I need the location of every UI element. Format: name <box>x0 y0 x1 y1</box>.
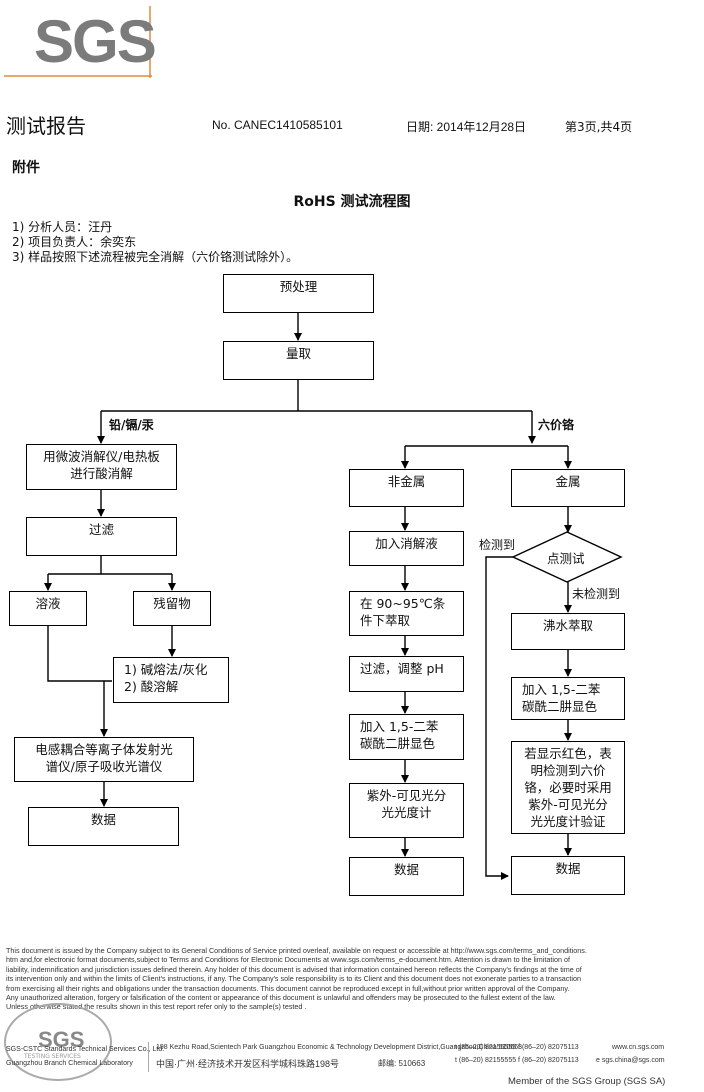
detected-label: 检测到 <box>479 538 516 552</box>
website: www.cn.sgs.com <box>612 1044 665 1051</box>
page-number: 第3页,共4页 <box>565 120 633 134</box>
not-detected-label: 未检测到 <box>572 587 621 601</box>
sgs-logo: SGS <box>4 6 157 78</box>
add-digest-solution-box: 加入消解液 <box>349 531 464 566</box>
flowchart-title: RoHS 测试流程图 <box>293 194 411 210</box>
notes-list: 1) 分析人员：汪丹 2) 项目负责人：余奕东 3) 样品按照下述流程被完全消解… <box>12 220 298 265</box>
verification-box: 若显示红色，表 明检测到六价 铬，必要时采用 紫外-可见光分 光光度计验证 <box>511 741 625 834</box>
data-box-left: 数据 <box>28 807 179 846</box>
boiling-water-extraction-box: 沸水萃取 <box>511 613 625 650</box>
pretreatment-step: 预处理 <box>223 274 374 313</box>
nonmetal-box: 非金属 <box>349 469 464 507</box>
report-date: 日期: 2014年12月28日 <box>406 120 527 134</box>
sgs-group-member: Member of the SGS Group (SGS SA) <box>508 1076 666 1087</box>
annex-heading: 附件 <box>12 160 40 176</box>
sgs-stamp: SGS TESTING SERVICES <box>4 1003 112 1081</box>
postcode-cn: 邮编: 510663 <box>378 1059 426 1068</box>
add-dpc-box: 加入 1,5-二苯 碳酰二肼显色 <box>349 714 464 760</box>
residue-box: 残留物 <box>133 591 211 626</box>
address-cn: 中国·广州·经济技术开发区科学城科珠路198号 <box>156 1059 340 1069</box>
icp-aas-box: 电感耦合等离子体发射光 谱仪/原子吸收光谱仪 <box>14 737 194 782</box>
uv-vis-box: 紫外-可见光分 光光度计 <box>349 783 464 838</box>
flow-connectors <box>44 313 623 880</box>
extraction-box: 在 90~95℃条 件下萃取 <box>349 591 464 636</box>
report-title: 测试报告 <box>6 114 86 138</box>
branch-label-cr6: 六价铬 <box>538 418 575 432</box>
note-item: 3) 样品按照下述流程被完全消解（六价铬测试除外）。 <box>12 250 299 264</box>
company-branch: Guangzhou Branch Chemical Laboratory <box>6 1060 133 1067</box>
weighing-step: 量取 <box>223 341 374 380</box>
email: e sgs.china@sgs.com <box>596 1057 665 1064</box>
address-en: 198 Kezhu Road,Scientech Park Guangzhou … <box>156 1044 523 1051</box>
report-number: No. CANEC1410585101 <box>212 118 343 132</box>
acid-digestion-step: 用微波消解仪/电热板 进行酸消解 <box>26 444 177 490</box>
phone-fax-line2: t (86–20) 82155555 f (86–20) 82075113 <box>455 1057 579 1064</box>
note-item: 1) 分析人员：汪丹 <box>12 220 113 234</box>
phone-fax-line1: t (86–20) 82155555 f (86–20) 82075113 <box>455 1044 579 1051</box>
filter-ph-box: 过滤，调整 pH <box>349 656 464 692</box>
metal-box: 金属 <box>511 469 625 507</box>
company-name: SGS-CSTC Standards Technical Services Co… <box>6 1046 165 1053</box>
filter-step: 过滤 <box>26 517 177 556</box>
branch-label-pb-cd-hg: 铅/镉/汞 <box>109 418 154 432</box>
footer-divider <box>148 1042 149 1072</box>
add-dpc-box-right: 加入 1,5-二苯 碳酰二肼显色 <box>511 677 625 720</box>
disclaimer: This document is issued by the Company s… <box>6 946 587 1012</box>
data-box-right: 数据 <box>511 856 625 895</box>
spot-test-diamond: 点测试 <box>547 551 585 566</box>
data-box-mid: 数据 <box>349 857 464 896</box>
residue-method-box: 1) 碱熔法/灰化 2) 酸溶解 <box>113 657 229 703</box>
solution-box: 溶液 <box>9 591 87 626</box>
note-item: 2) 项目负责人：余奕东 <box>12 235 137 249</box>
